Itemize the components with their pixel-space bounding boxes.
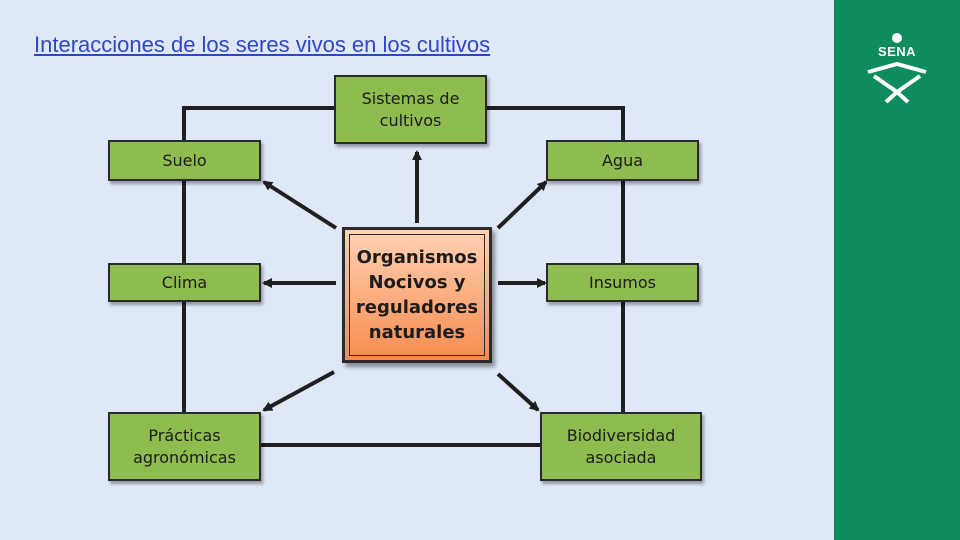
center-inner-frame (349, 234, 485, 356)
connector-lines (182, 106, 625, 447)
node-suelo: Suelo (108, 140, 261, 181)
node-insumos: Insumos (546, 263, 699, 302)
frame-line-top-left (182, 106, 334, 140)
node-organismos-nocivos: Organismos Nocivos y reguladores natural… (342, 227, 492, 363)
arrow-to-practicas (262, 370, 335, 412)
node-clima: Clima (108, 263, 261, 302)
sena-logo-icon (867, 33, 927, 104)
node-sistemas-de-cultivos: Sistemas de cultivos (334, 75, 487, 144)
node-practicas-agronomicas: Prácticas agronómicas (108, 412, 261, 481)
arrow-to-agua (496, 180, 548, 230)
slide-title: Interacciones de los seres vivos en los … (34, 32, 491, 57)
node-agua: Agua (546, 140, 699, 181)
sidebar-brand-panel: SENA (834, 0, 960, 540)
sena-logo: SENA (856, 32, 938, 104)
arrow-to-suelo (262, 180, 338, 230)
frame-line-top-right (487, 106, 625, 140)
center-label: Organismos Nocivos y reguladores natural… (355, 247, 479, 343)
arrow-to-biodiversidad (496, 372, 540, 412)
node-biodiversidad-asociada: Biodiversidad asociada (540, 412, 702, 481)
sena-logo-text: SENA (877, 44, 917, 59)
